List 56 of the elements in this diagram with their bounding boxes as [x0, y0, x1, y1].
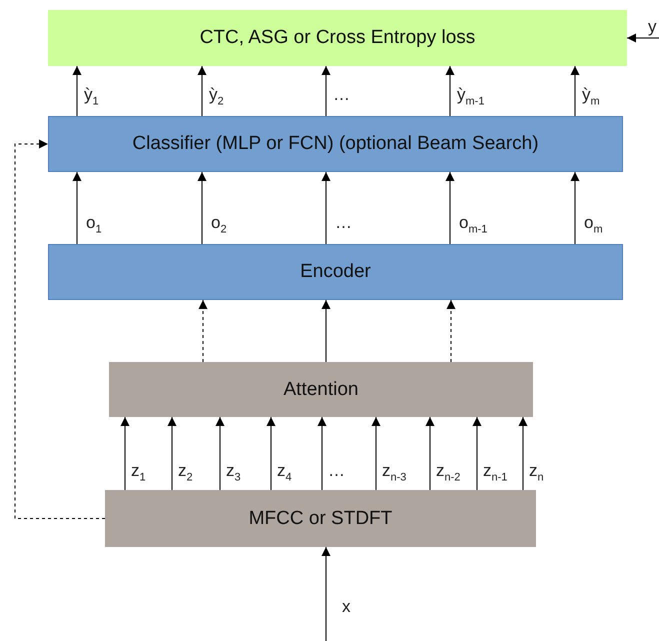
arrow: [72, 66, 82, 116]
arrow: [198, 300, 208, 362]
arrow: [266, 416, 276, 490]
edge-label: x: [342, 598, 350, 615]
edge-label: y: [648, 18, 656, 35]
arrow: [72, 172, 82, 244]
edge-label: z$_{2}$: [178, 462, 193, 484]
arrow: [426, 416, 434, 490]
arrow: [446, 300, 456, 362]
arrow: [14, 140, 106, 519]
edge-label: o$_{m}$: [584, 214, 603, 236]
arrow: [446, 66, 454, 116]
edge-label: ỳ$_{m}$: [582, 86, 600, 108]
edge-label: z$_{4}$: [277, 462, 292, 484]
arrow: [472, 416, 482, 490]
process-box: [48, 244, 623, 300]
edge-label: ỳ$_{m-1}$: [457, 86, 484, 108]
box-label: Encoder: [300, 261, 371, 283]
edge-label: ỳ$_{2}$: [209, 86, 224, 108]
edge-label: o$_{m-1}$: [459, 214, 488, 236]
box-label: MFCC or STDFT: [248, 508, 392, 530]
process-box: [48, 10, 627, 66]
edge-label: z$_{1}$: [131, 462, 146, 484]
arrow: [322, 66, 330, 116]
arrow: [322, 546, 330, 641]
edge-label: ỳ$_{1}$: [84, 86, 99, 108]
arrow: [372, 416, 380, 490]
arrow: [518, 416, 528, 490]
process-box: [48, 116, 623, 172]
arrow: [318, 416, 326, 490]
arrow: [120, 416, 130, 490]
edge-label: z$_{n-3}$: [382, 462, 406, 484]
edge-label: z$_{3}$: [226, 462, 241, 484]
arrow: [570, 66, 580, 116]
edge-label: …: [333, 86, 350, 103]
edge-label: o$_{2}$: [211, 214, 227, 236]
arrow: [168, 416, 176, 490]
arrow: [446, 172, 454, 244]
arrow: [198, 172, 206, 244]
edge-label: z$_{n-1}$: [483, 462, 508, 484]
arrow: [322, 172, 330, 244]
edge-label: o$_{1}$: [86, 214, 102, 236]
arrow: [198, 66, 206, 116]
arrow: [626, 34, 659, 42]
process-box: [109, 362, 533, 417]
edge-label: …: [328, 462, 345, 479]
arrow: [216, 416, 224, 490]
arrow: [570, 172, 580, 244]
edge-label: …: [335, 214, 352, 231]
process-box: [105, 490, 536, 547]
box-label: Attention: [284, 378, 358, 400]
box-label: CTC, ASG or Cross Entropy loss: [200, 27, 476, 49]
box-label: Classifier (MLP or FCN) (optional Beam Search): [132, 133, 539, 155]
arrow: [322, 300, 330, 362]
edge-label: z$_{n-2}$: [436, 462, 460, 484]
edge-label: z$_{n}$: [529, 462, 544, 484]
